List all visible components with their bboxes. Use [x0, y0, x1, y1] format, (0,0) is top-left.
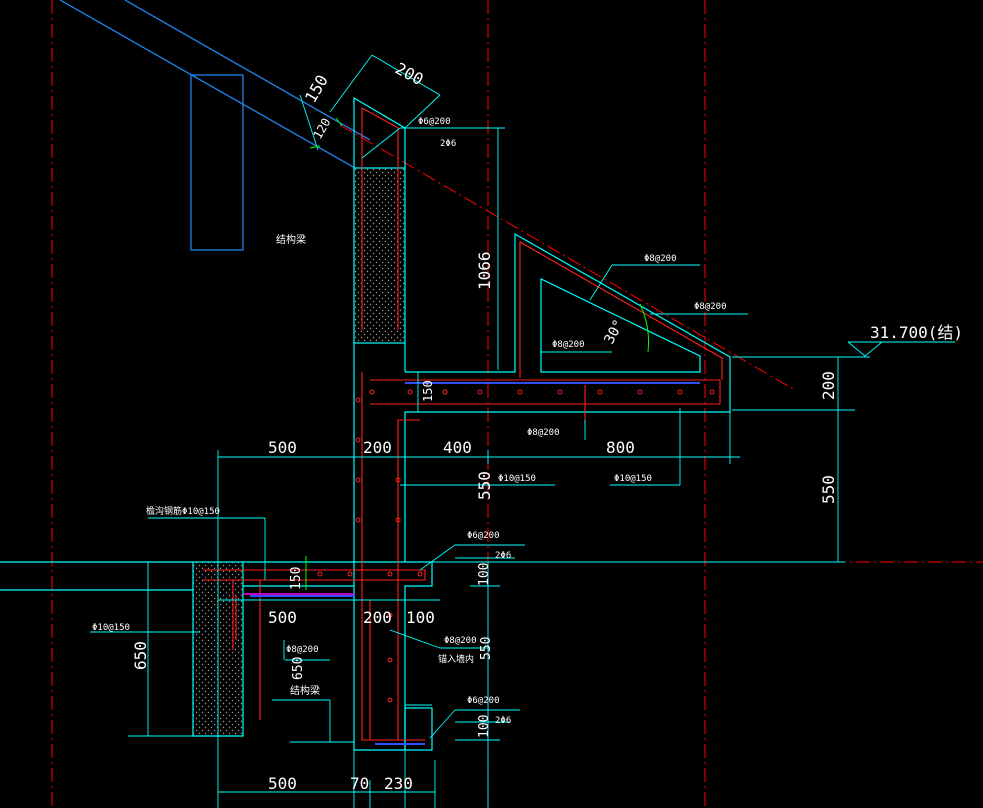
- label-eave-bar: 檐沟钢筋Φ10@150: [146, 505, 220, 517]
- dim-v-1066: 1066: [475, 251, 494, 290]
- dim-v-650b: 650: [291, 657, 306, 680]
- dim-h-400: 400: [443, 438, 472, 457]
- dim-v-100b: 100: [477, 715, 492, 738]
- dim-right-200: 200: [819, 371, 838, 400]
- label-structural-beam-low: 结构梁: [290, 684, 320, 697]
- roof-slab: [59, 0, 371, 251]
- dimension-texts: 200 150 120 1066 150 500 200 400 800 550…: [131, 59, 838, 793]
- dim-h-200-mid: 200: [363, 608, 392, 627]
- dim-b-230: 230: [384, 774, 413, 793]
- dim-b-70: 70: [350, 774, 369, 793]
- label-2phi6-bot: 2Φ6: [495, 716, 511, 726]
- dim-h-100-mid: 100: [406, 608, 435, 627]
- dim-v-550b: 550: [479, 637, 494, 660]
- label-phi8-200-c: Φ8@200: [552, 340, 585, 350]
- label-structural-beam-top: 结构梁: [276, 233, 306, 246]
- leader-lines: [90, 54, 955, 808]
- rebar-dots: [317, 389, 715, 703]
- dim-h-800: 800: [606, 438, 635, 457]
- angle-label: 30°: [601, 317, 627, 347]
- blue-rebar: [250, 382, 700, 745]
- label-phi10-150-b: Φ10@150: [614, 474, 652, 484]
- label-phi8-200-d: Φ8@200: [527, 428, 560, 438]
- dim-h-500-mid: 500: [268, 608, 297, 627]
- dim-right-550: 550: [819, 475, 838, 504]
- dim-v-650: 650: [131, 641, 150, 670]
- dim-top-150: 150: [301, 71, 332, 106]
- label-2phi6-mid: 2Φ6: [495, 551, 511, 561]
- label-phi6-200-mid: Φ6@200: [467, 531, 500, 541]
- angle-marker: [305, 117, 649, 590]
- dim-mid-150: 150: [421, 380, 435, 402]
- label-phi8-200-e: Φ8@200: [286, 645, 319, 655]
- label-phi6-200-bot: Φ6@200: [467, 696, 500, 706]
- label-phi10-150-left: Φ10@150: [92, 623, 130, 633]
- label-phi8-200-a: Φ8@200: [644, 254, 677, 264]
- dim-b-500: 500: [268, 774, 297, 793]
- dim-v-550-mid: 550: [475, 471, 494, 500]
- concrete-outline: [0, 96, 731, 751]
- roof-slope-axis: [339, 124, 796, 391]
- level-elevation-label: 31.700(结): [870, 323, 963, 342]
- dim-h-500-top: 500: [268, 438, 297, 457]
- rebar-lines: [203, 107, 723, 741]
- dim-h-200-top: 200: [363, 438, 392, 457]
- dim-v-100a: 100: [477, 563, 492, 586]
- dim-low-150: 150: [289, 567, 304, 590]
- label-phi10-150-a: Φ10@150: [498, 474, 536, 484]
- label-phi8-200-b: Φ8@200: [694, 302, 727, 312]
- label-phi6-200-top: Φ6@200: [418, 117, 451, 127]
- label-phi8-200-f: Φ8@200: [444, 636, 477, 646]
- label-2phi6-top: 2Φ6: [440, 139, 456, 149]
- annotation-labels: Φ6@200 2Φ6 结构梁 Φ8@200 Φ8@200 Φ8@200 Φ8@2…: [92, 117, 727, 726]
- label-anchor-note: 锚入墙内: [438, 653, 474, 665]
